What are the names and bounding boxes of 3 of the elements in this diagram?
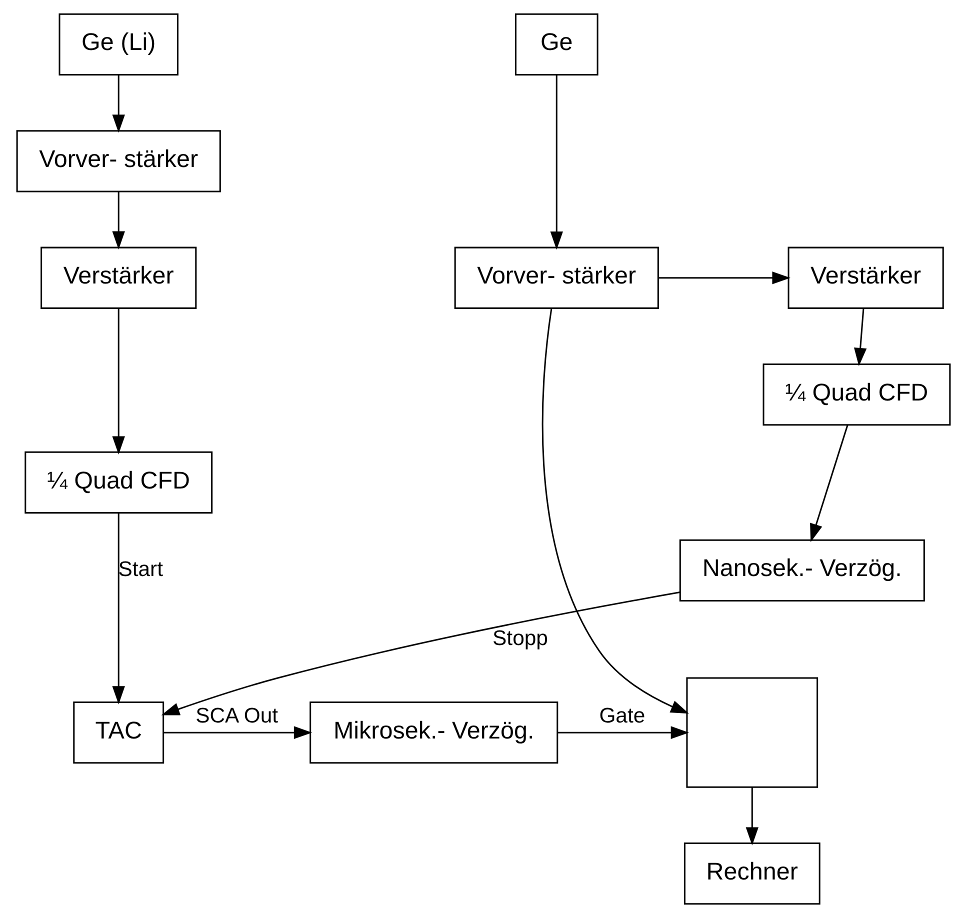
edge-label: Stopp — [492, 626, 548, 650]
edge-label: SCA Out — [195, 704, 278, 728]
edge-label: Gate — [598, 704, 645, 728]
